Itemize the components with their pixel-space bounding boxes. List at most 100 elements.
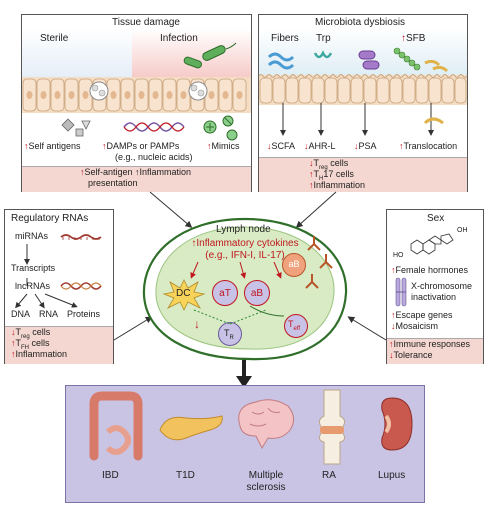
rna-treg-sub: reg [21, 333, 30, 340]
psa-text: PSA [358, 141, 377, 151]
escape-genes-label: ↑Escape genes [391, 310, 453, 320]
teff-sub: eff [293, 325, 301, 332]
bacteria-icon [183, 42, 237, 69]
female-hormones-label: ↑Female hormones [391, 265, 469, 275]
ab-label: aB [250, 288, 264, 299]
translocation-text: Translocation [403, 141, 458, 151]
tissue-damage-footer-line2: presentation [88, 178, 138, 188]
microbiota-footer [259, 157, 467, 192]
tr-sub: R [229, 334, 234, 341]
regulatory-rnas-footer [5, 326, 113, 364]
disease-ms-label-line1: Multiple [248, 470, 284, 481]
cytokines-line2: (e.g., IFN-I, IL-17) [205, 250, 285, 261]
proteins-label: Proteins [67, 309, 101, 319]
tissue-damage-footer [22, 166, 251, 192]
cytokine-arrows [190, 261, 282, 279]
knee-joint-icon [318, 389, 346, 465]
female-hormones-text: Female hormones [395, 265, 469, 275]
rna-label: RNA [39, 309, 59, 319]
damps-sub-label: (e.g., nucleic acids) [115, 152, 193, 162]
ab2-label: aB [288, 259, 300, 269]
rna-treg-cells: cells [32, 327, 51, 337]
brain-icon [238, 399, 294, 450]
activated-t-cell [212, 280, 238, 306]
rna-tfh-sub: FH [21, 344, 29, 351]
mimics-label: ↑Mimics [207, 141, 240, 151]
regulatory-rnas-title: Regulatory RNAs [11, 213, 89, 224]
disease-ibd-label: IBD [102, 470, 119, 481]
svg-text:↓: ↓ [194, 317, 200, 331]
mirna-strand-icon [60, 234, 102, 240]
sex-panel: Sex OH HO ↑Female hormones X-chromosome … [386, 209, 484, 364]
tissue-damage-footer-line1: ↑Self-antigen ↑Inflammation [80, 167, 192, 177]
lymph-node-interaction-lines: ↓ [193, 305, 285, 331]
effector-t-cell [284, 314, 308, 338]
microbiota-inflammation-line: ↑Inflammation [309, 180, 366, 190]
self-antigens-label: ↑Self antigens [24, 141, 81, 151]
regulatory-rnas-panel: Regulatory RNAs miRNAs Transcripts lncRN… [4, 209, 114, 364]
cytokines-line1: ↑Inflammatory cytokines [191, 238, 299, 249]
lymph-node-title: Lymph node [216, 224, 271, 235]
dna-label: DNA [11, 309, 31, 319]
disease-t1d-label: T1D [176, 470, 195, 481]
ahrl-text: AHR-L [308, 141, 336, 151]
oh-label: OH [457, 227, 468, 234]
microbiota-th17-suffix: 17 cells [323, 169, 354, 179]
immune-responses-label: ↑Immune responses [389, 339, 471, 349]
x-chromosome-line1: X-chromosome [411, 281, 473, 291]
transcripts-label: Transcripts [11, 263, 56, 273]
teff-label: Teff [288, 319, 301, 332]
kidney-icon [381, 397, 413, 451]
self-antigens-text: Self antigens [28, 141, 81, 151]
lncrna-helix-icon [60, 282, 102, 290]
rna-arrows [15, 244, 78, 309]
microbiota-treg-line: ↓Treg cells [309, 158, 349, 171]
rna-tfh-line: ↑TFH cells [11, 338, 50, 351]
microbiota-arrows [280, 103, 434, 136]
ho-label: HO [393, 252, 404, 259]
microbiota-treg-t: T [313, 158, 320, 168]
dendritic-cell-icon [162, 279, 206, 311]
rna-inflammation-text: Inflammation [15, 349, 68, 359]
pancreas-icon [159, 415, 223, 441]
lncrnas-label: lncRNAs [15, 281, 51, 291]
estrogen-structure-icon [410, 233, 454, 255]
rna-tfh-cells: cells [31, 338, 50, 348]
x-chromosome-icon [395, 277, 407, 307]
infection-label: Infection [160, 33, 198, 44]
x-chromosome-line2: inactivation [411, 292, 457, 302]
psa-label: ↓PSA [354, 141, 377, 151]
rna-inflammation-line: ↑Inflammation [11, 349, 68, 359]
tissue-damage-title: Tissue damage [112, 17, 180, 28]
sex-footer [387, 338, 483, 364]
mosaicism-text: Mosaicism [395, 321, 439, 331]
tolerance-label: ↓Tolerance [389, 350, 433, 360]
intestine-icon [89, 391, 143, 461]
microbe-shapes-illustration [267, 47, 449, 73]
mimic-molecules-icon [203, 115, 238, 141]
microbiota-title: Microbiota dysbiosis [315, 17, 406, 28]
damps-label: ↑DAMPs or PAMPs [102, 141, 180, 151]
translocating-bacterium-icon [423, 117, 444, 125]
sfb-label: ↑SFB [401, 33, 426, 44]
rna-treg-line: ↓Treg cells [11, 327, 51, 340]
disease-lupus-label: Lupus [378, 470, 406, 481]
teff-t: T [288, 319, 294, 329]
dc-label: DC [176, 288, 191, 299]
sterile-label: Sterile [40, 33, 69, 44]
infection-background [132, 29, 251, 79]
scfa-label: ↓SCFA [267, 141, 296, 151]
tissue-damage-footer-text: Self-antigen ↑Inflammation [84, 167, 192, 177]
microbiota-th17-line: ↑TH17 cells [309, 169, 354, 182]
at-label: aT [219, 288, 231, 299]
escape-genes-text: Escape genes [395, 310, 453, 320]
regulatory-t-cell [218, 322, 242, 346]
fibers-label: Fibers [271, 33, 299, 44]
activated-b-cell-2 [282, 253, 306, 277]
microbiota-treg-suffix: cells [330, 158, 349, 168]
immune-responses-text: Immune responses [393, 339, 471, 349]
mirnas-label: miRNAs [15, 231, 48, 241]
self-antigen-shapes-icon [61, 118, 91, 137]
activated-b-cell [244, 280, 270, 306]
